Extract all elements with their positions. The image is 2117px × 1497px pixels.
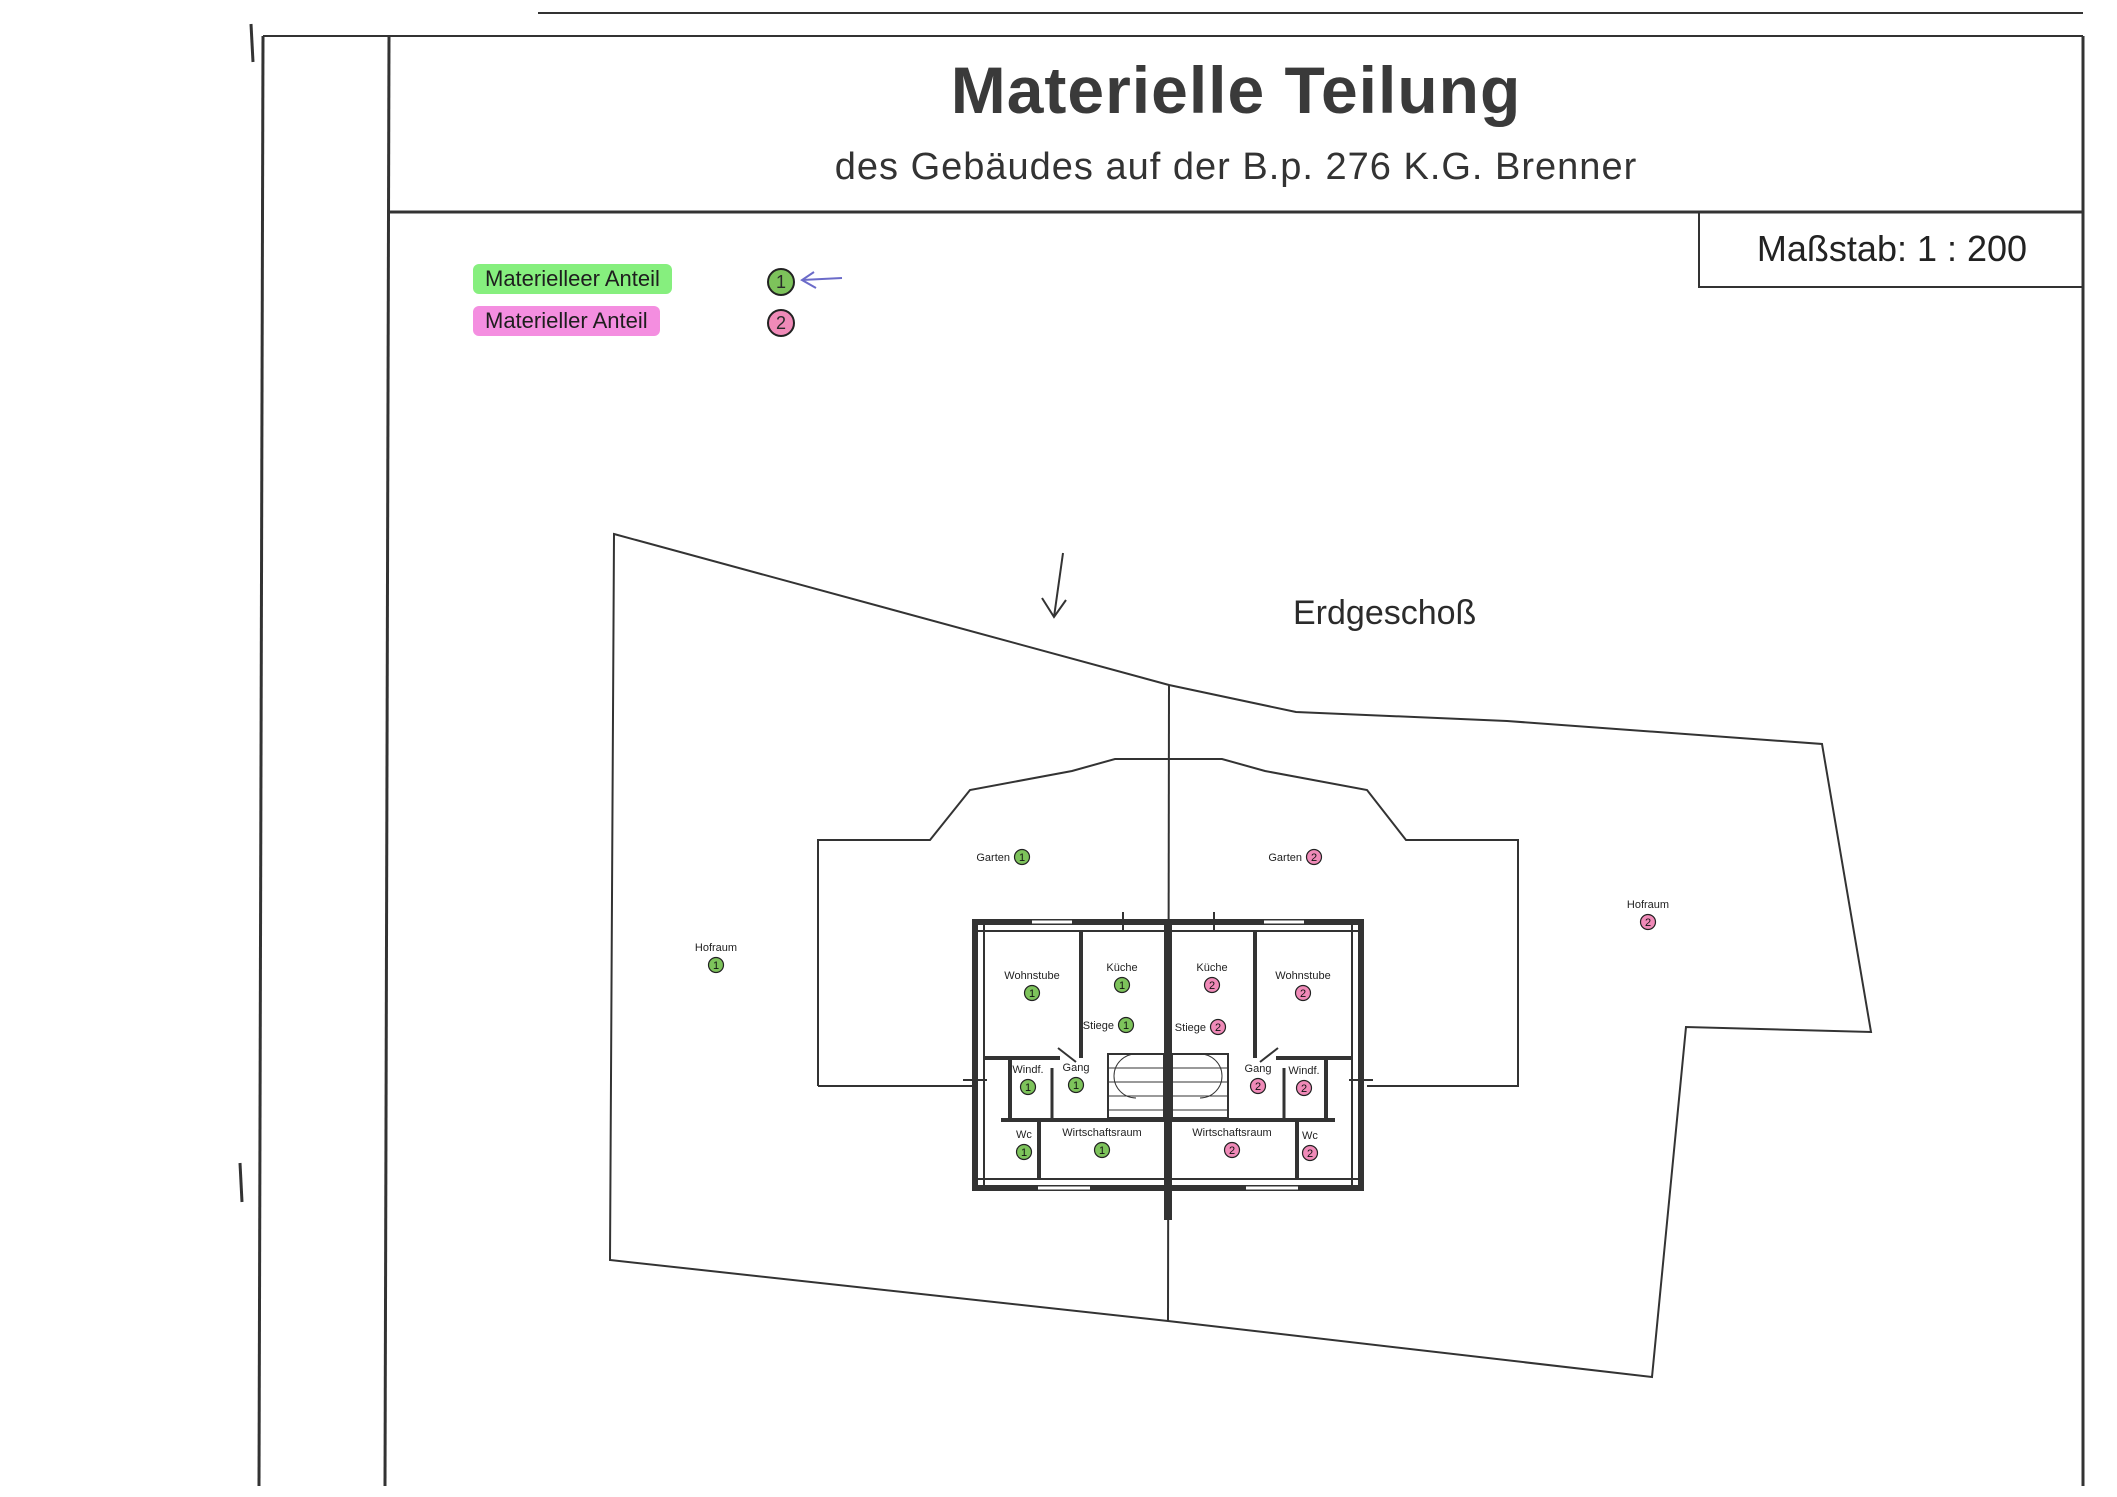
share-marker-number: 1 [713, 960, 719, 972]
scale-label: Maßstab: 1 : 200 [1698, 212, 2084, 288]
share-marker-number: 1 [1029, 988, 1035, 1000]
room-label: Wirtschaftsraum 1 [1062, 1127, 1142, 1159]
room-label: Wirtschaftsraum 2 [1192, 1127, 1272, 1159]
parcel-boundary [608, 532, 1873, 1379]
share-marker-icon [1203, 976, 1221, 994]
share-marker-icon [1295, 1079, 1313, 1097]
share-marker-number: 2 [1301, 1083, 1307, 1095]
room-name: Wirtschaftsraum [1062, 1127, 1141, 1139]
share-marker-icon [1305, 848, 1323, 866]
share-marker-number: 2 [1307, 1148, 1313, 1160]
share-marker-number: 1 [1099, 1145, 1105, 1157]
room-name: Küche [1106, 962, 1137, 974]
room-label: Wohnstube 2 [1275, 970, 1331, 1002]
share-marker-number: 2 [1645, 917, 1651, 929]
room-name: Stiege [1083, 1020, 1114, 1032]
room-name: Wohnstube [1275, 970, 1330, 982]
house-walls [963, 912, 1373, 1220]
share-marker-icon [1301, 1144, 1319, 1162]
room-label: Hofraum 2 [1627, 899, 1669, 931]
room-name: Hofraum [695, 942, 737, 954]
room-name: Garten [1268, 852, 1302, 864]
room-name: Wohnstube [1004, 970, 1059, 982]
room-label: Gang 2 [1245, 1063, 1272, 1095]
share-marker-icon [1639, 913, 1657, 931]
share-marker-icon [1294, 984, 1312, 1002]
room-label: Stiege 2 [1175, 1018, 1227, 1036]
page-title: Materielle Teilung [950, 53, 1522, 127]
sheet-frame [238, 12, 2085, 1487]
share-marker-number: 2 [1311, 852, 1317, 864]
room-name: Wirtschaftsraum [1192, 1127, 1271, 1139]
share-marker-icon [1223, 1141, 1241, 1159]
room-name: Küche [1196, 962, 1227, 974]
room-label: Garten 2 [1268, 848, 1323, 866]
legend-marker-share-1: 1 [767, 268, 795, 296]
share-marker-number: 1 [1021, 1147, 1027, 1159]
share-marker-number: 2 [1215, 1022, 1221, 1034]
share-marker-icon [1117, 1016, 1135, 1034]
garden-outline [817, 758, 1519, 1087]
share-marker-number: 2 [1255, 1081, 1261, 1093]
share-marker-icon [1015, 1143, 1033, 1161]
room-name: Gang [1245, 1063, 1272, 1075]
room-label: Wohnstube 1 [1004, 970, 1060, 1002]
share-marker-icon [1013, 848, 1031, 866]
room-label: Windf. 1 [1012, 1064, 1044, 1096]
share-marker-icon [707, 956, 725, 974]
room-label: Wc 2 [1301, 1130, 1319, 1162]
room-name: Windf. [1288, 1065, 1319, 1077]
share-marker-icon [1023, 984, 1041, 1002]
room-name: Gang [1063, 1062, 1090, 1074]
room-label: Küche 1 [1106, 962, 1138, 994]
share-marker-icon [1019, 1078, 1037, 1096]
room-label: Garten 1 [976, 848, 1031, 866]
share-marker-icon [1093, 1141, 1111, 1159]
room-label: Stiege 1 [1083, 1016, 1135, 1034]
room-name: Stiege [1175, 1022, 1206, 1034]
share-marker-number: 1 [1073, 1080, 1079, 1092]
room-name: Wc [1302, 1130, 1318, 1142]
share-marker-icon [1209, 1018, 1227, 1036]
legend-marker-share-2: 2 [767, 309, 795, 337]
share-marker-number: 2 [1300, 988, 1306, 1000]
room-name: Garten [976, 852, 1010, 864]
share-marker-icon [1249, 1077, 1267, 1095]
room-name: Hofraum [1627, 899, 1669, 911]
room-label: Wc 1 [1015, 1129, 1033, 1161]
legend-arrow [800, 271, 843, 289]
floor-label: Erdgeschoß [1293, 594, 1477, 632]
share-marker-number: 1 [1025, 1082, 1031, 1094]
share-marker-number: 1 [1019, 852, 1025, 864]
room-label: Hofraum 1 [695, 942, 737, 974]
share-marker-number: 2 [1229, 1145, 1235, 1157]
north-arrow-icon [1041, 552, 1067, 619]
legend-label-share-2: Materieller Anteil [473, 306, 660, 336]
share-marker-icon [1067, 1076, 1085, 1094]
room-label: Windf. 2 [1288, 1065, 1320, 1097]
page-subtitle: des Gebäudes auf der B.p. 276 K.G. Brenn… [834, 146, 1638, 188]
room-label: Gang 1 [1063, 1062, 1090, 1094]
room-label: Küche 2 [1196, 962, 1228, 994]
room-name: Wc [1016, 1129, 1032, 1141]
legend-label-share-1: Materielleer Anteil [473, 264, 672, 294]
share-marker-number: 1 [1119, 980, 1125, 992]
share-marker-icon [1113, 976, 1131, 994]
share-marker-number: 1 [1123, 1020, 1129, 1032]
room-name: Windf. [1012, 1064, 1043, 1076]
share-marker-number: 2 [1209, 980, 1215, 992]
